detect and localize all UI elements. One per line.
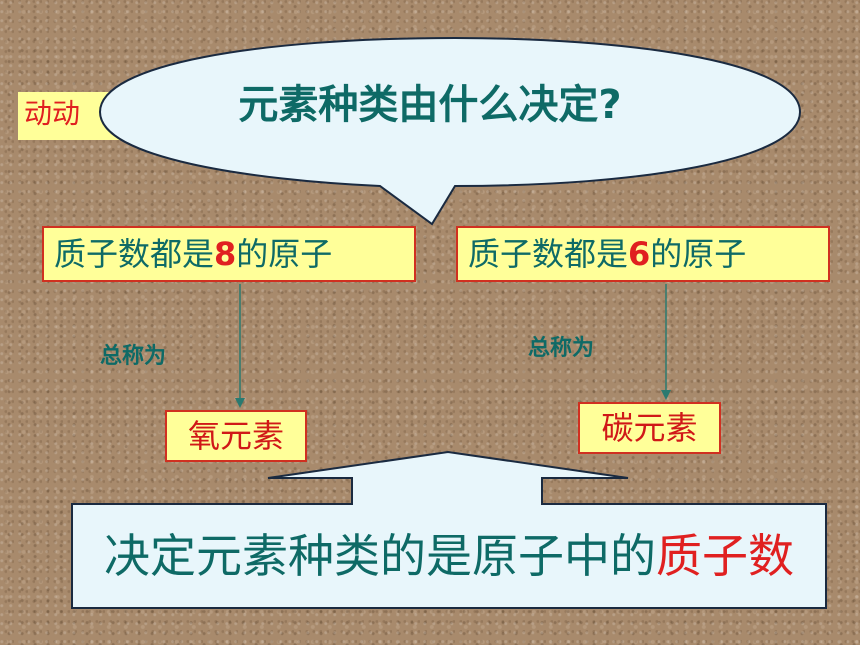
relation-label-left: 总称为 [100,344,167,369]
conclusion-highlight: 质子数 [656,529,794,583]
atom-box-suffix: 的原子 [236,235,333,273]
conclusion-callout [71,450,827,609]
arrow-left-head [235,398,245,408]
arrow-right-head [661,390,671,400]
conclusion-main: 决定元素种类的是原子中的 [104,529,656,583]
relation-label-right: 总称为 [528,336,595,361]
question-text: 元素种类由什么决定? [238,82,622,128]
atom-box-oxygen: 质子数都是8的原子 [42,226,416,282]
element-box-carbon: 碳元素 [578,402,721,454]
atom-box-suffix: 的原子 [650,235,747,273]
conclusion-text: 决定元素种类的是原子中的质子数 [72,504,826,608]
atom-box-prefix: 质子数都是 [468,235,629,273]
proton-number: 8 [214,235,237,273]
question-bubble [98,36,802,226]
element-box-oxygen: 氧元素 [165,410,307,462]
atom-box-prefix: 质子数都是 [54,235,215,273]
atom-box-carbon: 质子数都是6的原子 [456,226,830,282]
proton-number: 6 [628,235,651,273]
